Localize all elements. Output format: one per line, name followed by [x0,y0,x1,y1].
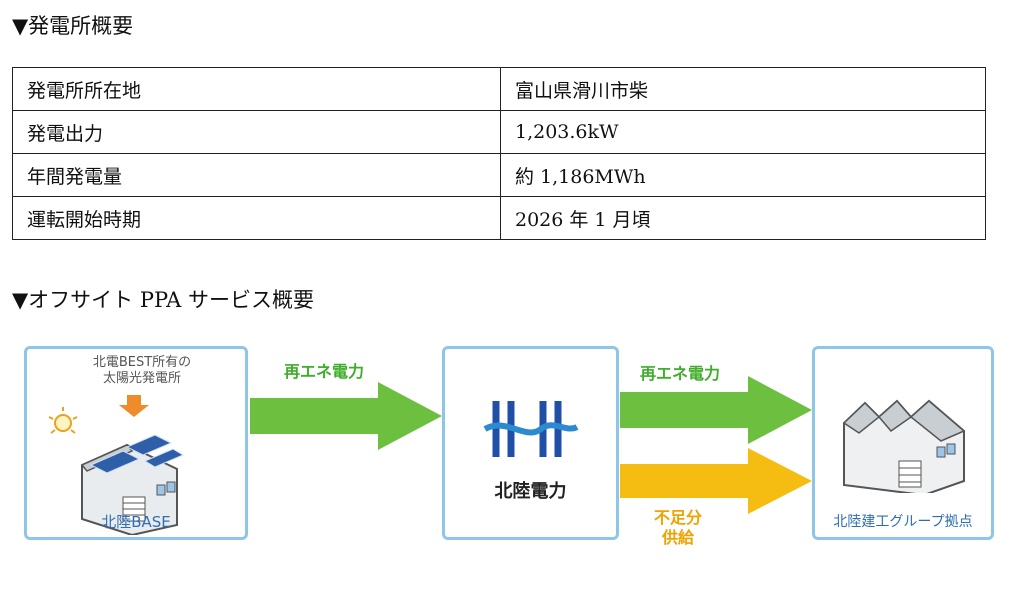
arrow3-label-line2: 供給 [662,528,695,547]
table-row: 年間発電量 約 1,186MWh [12,153,986,197]
arrow3-label: 不足分 供給 [654,508,702,548]
hokuriku-logo-icon [483,401,579,457]
source-note: 北電BEST所有の 太陽光発電所 [67,355,217,387]
row-label: 発電所所在地 [12,67,501,111]
group-site-box: 北陸建工グループ拠点 [812,346,994,540]
source-note-line2: 太陽光発電所 [102,371,181,386]
row-value: 約 1,186MWh [500,153,986,197]
center-label: 北陸電力 [494,481,567,502]
arrow1-label: 再エネ電力 [284,362,365,381]
renewable-arrow-1 [250,382,442,450]
source-box: 北電BEST所有の 太陽光発電所 [24,346,248,540]
arrow2-label: 再エネ電力 [640,364,721,383]
source-label: 北陸BASE [101,513,171,531]
factory-icon [842,399,966,493]
sun-icon [48,407,78,434]
plant-overview-table: 発電所所在地 富山県滑川市柴 発電出力 1,203.6kW 年間発電量 約 1,… [12,67,986,240]
table-row: 発電所所在地 富山県滑川市柴 [12,67,986,111]
row-label: 運転開始時期 [12,196,501,240]
ppa-diagram: 北電BEST所有の 太陽光発電所 [0,330,1012,560]
arrow3-label-line1: 不足分 [654,508,703,527]
source-note-line1: 北電BEST所有の [92,355,192,370]
hokuriku-electric-box: 北陸電力 [442,346,619,540]
renewable-arrow-2 [620,376,812,444]
overview-heading: ▼発電所概要 [12,14,134,38]
row-value: 1,203.6kW [500,110,986,154]
row-value: 2026 年 1 月頃 [500,196,986,240]
row-label: 発電出力 [12,110,501,154]
factory-solar-icon [48,395,185,535]
table-row: 発電出力 1,203.6kW [12,110,986,154]
row-value: 富山県滑川市柴 [500,67,986,111]
shortfall-supply-arrow [620,448,812,514]
row-label: 年間発電量 [12,153,501,197]
dest-label: 北陸建工グループ拠点 [833,514,973,530]
ppa-heading: ▼オフサイト PPA サービス概要 [12,288,314,312]
table-row: 運転開始時期 2026 年 1 月頃 [12,196,986,240]
